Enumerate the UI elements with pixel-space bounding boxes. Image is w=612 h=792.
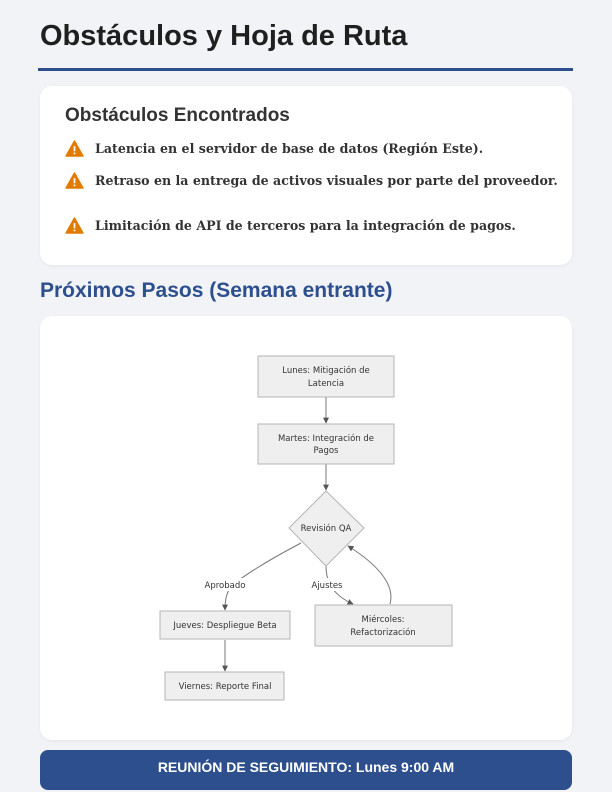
- follow-up-meeting-banner: REUNIÓN DE SEGUIMIENTO: Lunes 9:00 AM: [40, 750, 572, 790]
- node-box: [257, 355, 395, 398]
- decision-diamond: [288, 490, 365, 567]
- node-label: Martes: Integración de: [278, 433, 374, 444]
- obstacle-item: Retraso en la entrega de activos visuale…: [65, 172, 558, 189]
- node-label: Pagos: [314, 446, 340, 456]
- flowchart-card: Aprobado Ajustes Lunes: Mitigación de La…: [40, 316, 572, 740]
- node-thursday: Jueves: Despliegue Beta: [159, 610, 291, 640]
- node-monday: Lunes: Mitigación de Latencia: [257, 355, 395, 398]
- node-label: Jueves: Despliegue Beta: [172, 621, 276, 631]
- edge-label-bg: [202, 578, 248, 591]
- obstacle-text: Retraso en la entrega de activos visuale…: [95, 173, 558, 188]
- node-box: [257, 423, 395, 465]
- edge-qa-thursday: [222, 542, 302, 611]
- node-box: [164, 671, 285, 701]
- edge-wednesday-qa: [347, 545, 392, 605]
- node-box: [314, 604, 453, 647]
- node-label: Latencia: [308, 379, 344, 389]
- next-steps-heading: Próximos Pasos (Semana entrante): [40, 279, 393, 302]
- node-friday: Viernes: Reporte Final: [164, 671, 285, 701]
- edge-label-approved: Aprobado: [205, 581, 246, 591]
- node-label: Miércoles:: [362, 614, 405, 625]
- node-wednesday: Miércoles: Refactorización: [314, 604, 453, 647]
- page-title: Obstáculos y Hoja de Ruta: [40, 20, 408, 52]
- edge-label-adjustments: Ajustes: [312, 581, 344, 591]
- node-label: Viernes: Reporte Final: [179, 682, 272, 692]
- node-label: Lunes: Mitigación de: [282, 365, 370, 376]
- obstacle-item: Latencia en el servidor de base de datos…: [65, 140, 483, 157]
- obstacle-text: Limitación de API de terceros para la in…: [95, 218, 516, 233]
- warning-icon: [65, 172, 84, 189]
- node-box: [159, 610, 291, 640]
- title-divider: [38, 68, 573, 71]
- flowchart: Aprobado Ajustes Lunes: Mitigación de La…: [159, 355, 453, 701]
- edge-label-bg: [308, 578, 346, 591]
- warning-icon: [65, 217, 84, 234]
- node-tuesday: Martes: Integración de Pagos: [257, 423, 395, 465]
- obstacle-item: Limitación de API de terceros para la in…: [65, 217, 516, 234]
- obstacles-heading: Obstáculos Encontrados: [65, 105, 290, 126]
- node-label: Refactorización: [350, 627, 415, 638]
- obstacle-text: Latencia en el servidor de base de datos…: [95, 141, 484, 156]
- node-label: Revisión QA: [301, 523, 352, 534]
- node-qa-decision: Revisión QA: [288, 490, 365, 567]
- warning-icon: [65, 140, 84, 157]
- obstacles-card: Obstáculos Encontrados Latencia en el se…: [40, 86, 572, 265]
